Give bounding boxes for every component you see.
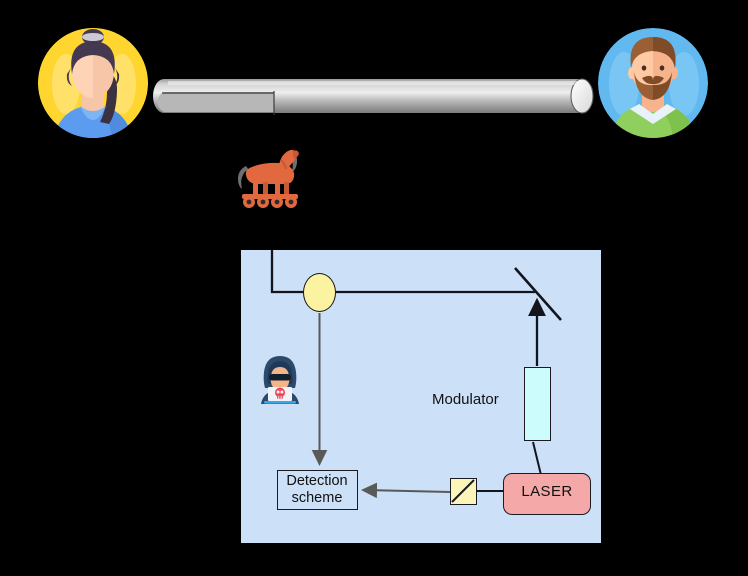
laser-source[interactable]	[503, 473, 591, 515]
laser-label: LASER	[521, 483, 573, 500]
hacker-icon	[255, 354, 305, 404]
detection-scheme-box[interactable]: Detection scheme	[277, 470, 358, 510]
eve-apparatus-panel: Modulator LASER Detection scheme	[241, 250, 601, 543]
alice-avatar	[38, 28, 148, 138]
bob-avatar	[598, 28, 708, 138]
laser-to-modulator-link	[532, 441, 542, 476]
trojan-horse-icon	[233, 144, 305, 210]
optical-fiber-cable	[150, 74, 600, 120]
fiber-cylinder-icon	[153, 78, 594, 115]
modulator-component[interactable]	[524, 367, 551, 441]
beamsplitter-to-detection-link	[361, 482, 451, 499]
beam-splitter[interactable]	[450, 478, 477, 505]
detection-scheme-line2: scheme	[291, 490, 343, 506]
steering-mirror	[514, 267, 562, 321]
modulator-label: Modulator	[432, 391, 499, 408]
beamsplitter-diagonal-icon	[451, 479, 475, 503]
trojan-horse-glyph	[238, 149, 299, 208]
woman-avatar-icon	[38, 28, 148, 138]
detection-scheme-line1: Detection	[286, 473, 348, 489]
bearded-man-avatar-icon	[598, 28, 708, 138]
optical-circulator[interactable]	[303, 273, 336, 312]
hooded-hacker-glyph	[261, 356, 299, 404]
